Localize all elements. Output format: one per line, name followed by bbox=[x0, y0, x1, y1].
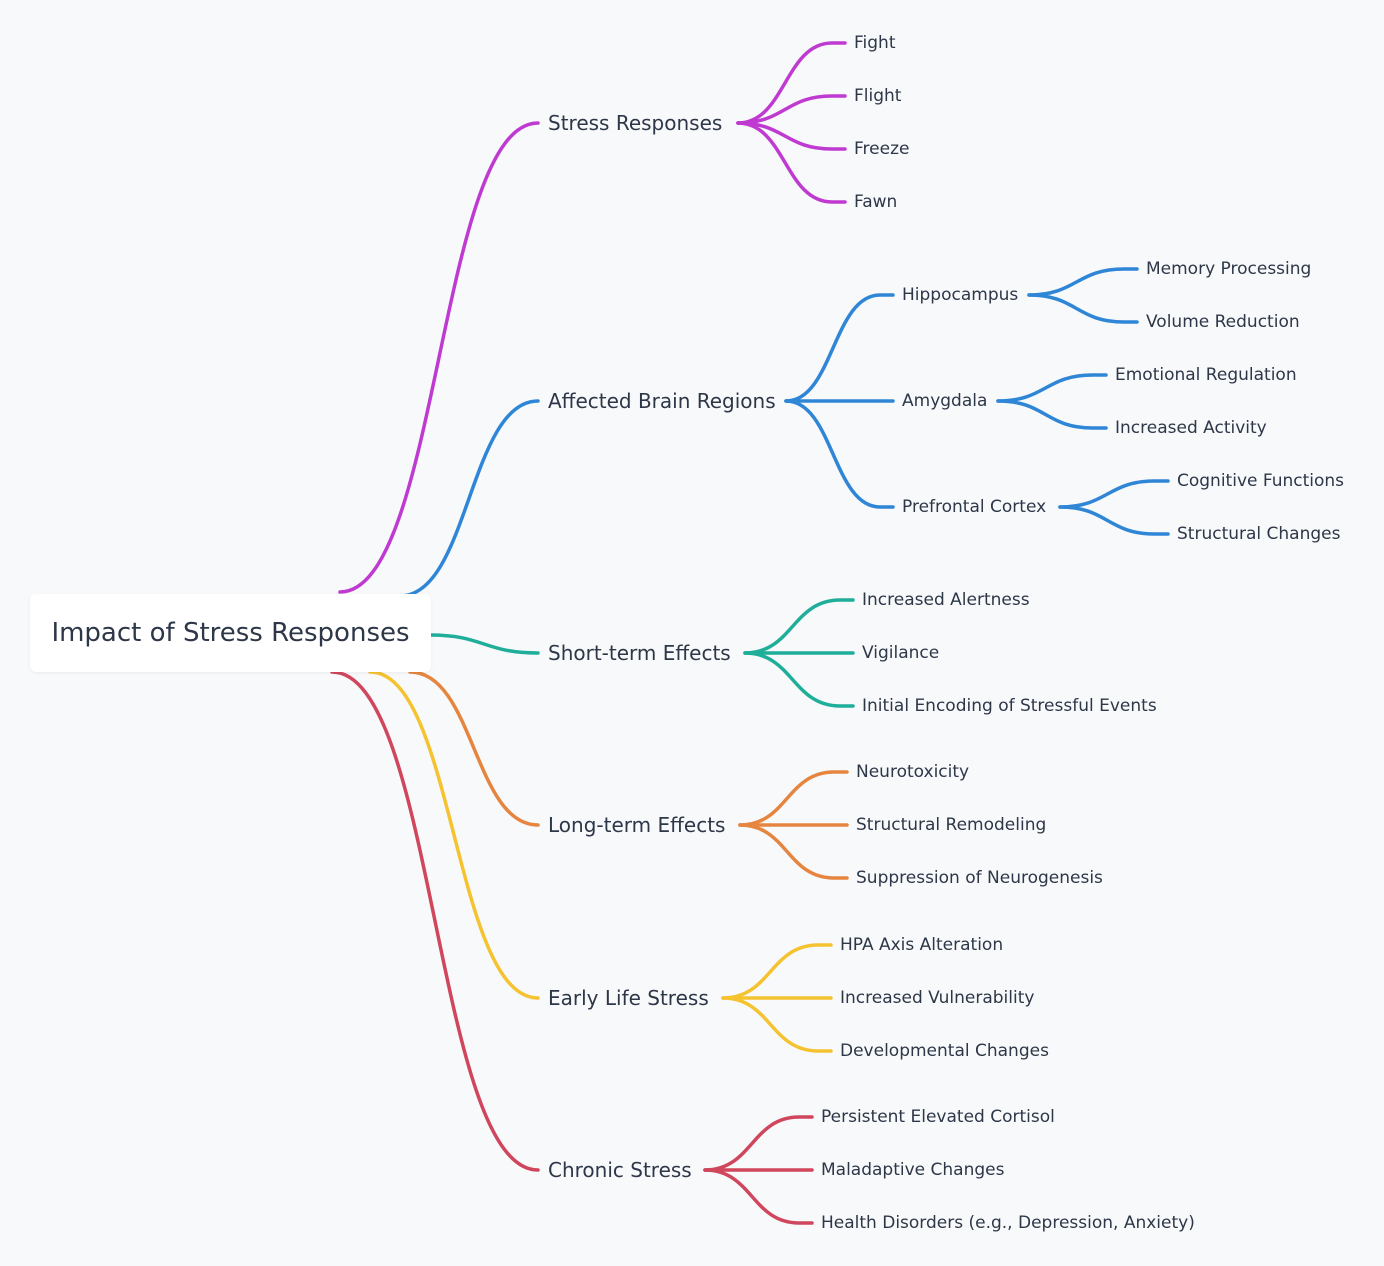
connector-long-leaf-2 bbox=[738, 823, 849, 880]
connector-stress-leaf-1 bbox=[736, 94, 847, 125]
leaf-suppression-neurogenesis[interactable]: Suppression of Neurogenesis bbox=[856, 868, 1103, 888]
leaf-developmental-changes[interactable]: Developmental Changes bbox=[840, 1041, 1049, 1061]
subnode-prefrontal-cortex[interactable]: Prefrontal Cortex bbox=[902, 497, 1047, 517]
leaf-cognitive-functions[interactable]: Cognitive Functions bbox=[1177, 471, 1345, 491]
leaf-freeze[interactable]: Freeze bbox=[854, 139, 910, 159]
connector-stress-leaf-2 bbox=[736, 121, 847, 151]
connector-brain-sub-2 bbox=[784, 399, 895, 509]
leaf-maladaptive-changes[interactable]: Maladaptive Changes bbox=[821, 1160, 1005, 1180]
connector-early-leaf-2 bbox=[721, 996, 833, 1053]
leaf-volume-reduction[interactable]: Volume Reduction bbox=[1146, 312, 1300, 332]
leaf-hpa-axis-alteration[interactable]: HPA Axis Alteration bbox=[840, 935, 1004, 955]
leaf-fawn[interactable]: Fawn bbox=[854, 192, 898, 212]
leaf-increased-vulnerability[interactable]: Increased Vulnerability bbox=[840, 988, 1035, 1008]
branch-stress-responses[interactable]: Stress Responses bbox=[548, 111, 723, 135]
subnode-amygdala[interactable]: Amygdala bbox=[902, 391, 988, 411]
branch-short-term-effects[interactable]: Short-term Effects bbox=[548, 641, 731, 665]
leaf-increased-activity[interactable]: Increased Activity bbox=[1115, 418, 1267, 438]
branch-chronic-stress[interactable]: Chronic Stress bbox=[548, 1158, 692, 1182]
connector-stress-leaf-3 bbox=[736, 121, 847, 204]
subnode-hippocampus[interactable]: Hippocampus bbox=[902, 285, 1019, 305]
connector-hippocampus-leaf-0 bbox=[1027, 267, 1139, 297]
root-node[interactable]: Impact of Stress Responses bbox=[30, 594, 431, 672]
connector-root-early-life-stress bbox=[368, 670, 540, 1000]
leaf-increased-alertness[interactable]: Increased Alertness bbox=[862, 590, 1030, 610]
connector-hippocampus-leaf-1 bbox=[1027, 293, 1139, 324]
root-label: Impact of Stress Responses bbox=[51, 618, 410, 648]
connector-short-leaf-0 bbox=[743, 598, 855, 655]
connector-early-leaf-0 bbox=[721, 943, 833, 1000]
leaf-neurotoxicity[interactable]: Neurotoxicity bbox=[856, 762, 970, 782]
connector-amygdala-leaf-1 bbox=[996, 399, 1108, 430]
connector-chronic-leaf-0 bbox=[703, 1115, 814, 1172]
branch-long-term-effects[interactable]: Long-term Effects bbox=[548, 813, 726, 837]
connector-prefrontal-leaf-1 bbox=[1058, 505, 1170, 536]
connector-root-affected-brain-regions bbox=[398, 399, 540, 598]
connector-root-stress-responses bbox=[338, 121, 540, 594]
leaf-emotional-regulation[interactable]: Emotional Regulation bbox=[1115, 365, 1297, 385]
connector-prefrontal-leaf-0 bbox=[1058, 479, 1170, 509]
leaf-structural-changes[interactable]: Structural Changes bbox=[1177, 524, 1341, 544]
connector-root-short-term-effects bbox=[428, 633, 540, 655]
branch-affected-brain-regions[interactable]: Affected Brain Regions bbox=[548, 389, 776, 413]
leaf-flight[interactable]: Flight bbox=[854, 86, 902, 106]
leaf-vigilance[interactable]: Vigilance bbox=[862, 643, 940, 663]
leaf-fight[interactable]: Fight bbox=[854, 33, 896, 53]
connector-root-chronic-stress bbox=[330, 670, 540, 1172]
connector-amygdala-leaf-0 bbox=[996, 373, 1108, 403]
leaf-structural-remodeling[interactable]: Structural Remodeling bbox=[856, 815, 1047, 835]
connector-stress-leaf-0 bbox=[736, 41, 847, 125]
connector-long-leaf-0 bbox=[738, 770, 849, 827]
connector-brain-sub-0 bbox=[784, 293, 895, 403]
connector-root-long-term-effects bbox=[408, 670, 540, 827]
leaf-memory-processing[interactable]: Memory Processing bbox=[1146, 259, 1312, 279]
connector-chronic-leaf-2 bbox=[703, 1168, 814, 1225]
leaf-initial-encoding[interactable]: Initial Encoding of Stressful Events bbox=[862, 696, 1157, 716]
leaf-persistent-elevated-cortisol[interactable]: Persistent Elevated Cortisol bbox=[821, 1107, 1055, 1127]
branch-early-life-stress[interactable]: Early Life Stress bbox=[548, 986, 709, 1010]
connector-short-leaf-2 bbox=[743, 651, 855, 708]
leaf-health-disorders[interactable]: Health Disorders (e.g., Depression, Anxi… bbox=[821, 1213, 1195, 1233]
